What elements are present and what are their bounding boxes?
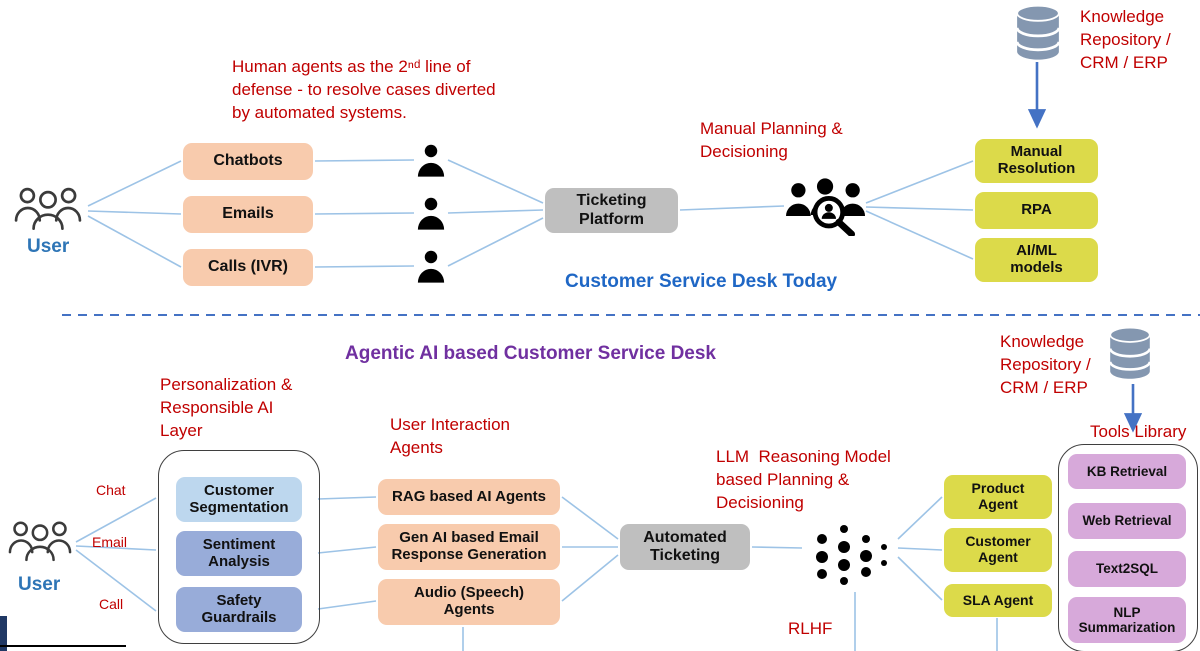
human-agents-annotation: Human agents as the 2ⁿᵈ line of defense … bbox=[232, 56, 496, 125]
users-icon-bottom bbox=[8, 521, 72, 562]
personalization-layer-container bbox=[158, 450, 320, 644]
text-line: based Planning & bbox=[716, 469, 850, 489]
rlhf-label: RLHF bbox=[788, 619, 833, 638]
nlp-summarization-box: NLP Summarization bbox=[1068, 597, 1186, 643]
text-line: by automated systems. bbox=[232, 102, 407, 122]
nlp-summarization-label: NLP Summarization bbox=[1078, 604, 1176, 635]
rag-agents-label: RAG based AI Agents bbox=[392, 487, 546, 505]
sla-agent-label: SLA Agent bbox=[962, 591, 1034, 608]
rpa-box: RPA bbox=[975, 192, 1098, 229]
database-icon-top bbox=[1015, 4, 1061, 60]
audio-speech-agents-label: Audio (Speech) Agents bbox=[413, 584, 524, 618]
text2sql-label: Text2SQL bbox=[1095, 561, 1158, 577]
knowledge-arrows bbox=[1027, 62, 1143, 433]
corner-decor-bar bbox=[0, 616, 7, 651]
multi-agent-dots-icon bbox=[816, 525, 887, 585]
human-agent-icon-3 bbox=[417, 250, 445, 283]
aiml-models-box: AI/ML models bbox=[975, 238, 1098, 282]
users-icon-top bbox=[14, 187, 82, 230]
text-line: Manual Planning & bbox=[700, 119, 843, 138]
text-line: User Interaction bbox=[390, 415, 510, 434]
user-label-top: User bbox=[27, 236, 70, 257]
text-line: Decisioning bbox=[700, 141, 788, 161]
section-title-today: Customer Service Desk Today bbox=[565, 271, 838, 292]
database-icon-bottom bbox=[1108, 326, 1152, 379]
rpa-label: RPA bbox=[1021, 201, 1052, 219]
corner-decor-line bbox=[0, 645, 126, 647]
sla-agent-box: SLA Agent bbox=[944, 584, 1052, 617]
product-agent-box: Product Agent bbox=[944, 475, 1052, 519]
email-channel-label: Email bbox=[92, 534, 128, 550]
manual-planning-label: Manual Planning & Decisioning bbox=[700, 118, 843, 164]
knowledge-repository-label-top: Knowledge Repository / CRM / ERP bbox=[1080, 6, 1171, 75]
emails-label: Emails bbox=[222, 205, 274, 223]
text-line: Human agents as the 2ⁿᵈ line of bbox=[232, 57, 471, 76]
ticketing-platform-box: Ticketing Platform bbox=[545, 188, 678, 233]
rag-agents-box: RAG based AI Agents bbox=[378, 479, 560, 515]
connectors-top bbox=[87, 159, 974, 268]
customer-segmentation-box: Customer Segmentation bbox=[176, 477, 302, 522]
section-title-agentic: Agentic AI based Customer Service Desk bbox=[345, 343, 716, 364]
web-retrieval-box: Web Retrieval bbox=[1068, 503, 1186, 539]
safety-guardrails-box: Safety Guardrails bbox=[176, 587, 302, 632]
product-agent-label: Product Agent bbox=[971, 480, 1025, 512]
manual-resolution-box: Manual Resolution bbox=[975, 139, 1098, 183]
tools-library-label: Tools Library bbox=[1090, 422, 1187, 441]
sentiment-analysis-box: Sentiment Analysis bbox=[176, 531, 302, 576]
user-interaction-agents-label: User Interaction Agents bbox=[390, 414, 510, 460]
text-line: Layer bbox=[160, 420, 203, 440]
human-agent-icon-2 bbox=[417, 197, 445, 230]
web-retrieval-label: Web Retrieval bbox=[1082, 513, 1172, 529]
call-channel-label: Call bbox=[99, 596, 124, 612]
audio-speech-agents-box: Audio (Speech) Agents bbox=[378, 579, 560, 625]
connectors-bottom bbox=[75, 496, 998, 651]
text-line: Decisioning bbox=[716, 492, 804, 512]
text-line: defense - to resolve cases diverted bbox=[232, 79, 496, 99]
manual-resolution-label: Manual Resolution bbox=[997, 143, 1076, 177]
tools-library-container bbox=[1058, 444, 1198, 651]
chatbots-box: Chatbots bbox=[183, 143, 313, 180]
text-line: CRM / ERP bbox=[1000, 377, 1088, 397]
manual-review-team-magnifier-icon bbox=[786, 178, 866, 236]
aiml-models-label: AI/ML models bbox=[1010, 242, 1063, 276]
text-line: Responsible AI bbox=[160, 397, 274, 417]
text-line: Repository / bbox=[1000, 354, 1091, 374]
text2sql-box: Text2SQL bbox=[1068, 551, 1186, 587]
sentiment-analysis-label: Sentiment Analysis bbox=[202, 535, 276, 570]
human-agent-icon-1 bbox=[417, 144, 445, 177]
genai-email-label: Gen AI based Email Response Generation bbox=[391, 529, 547, 563]
customer-agent-box: Customer Agent bbox=[944, 528, 1052, 572]
chatbots-label: Chatbots bbox=[213, 152, 283, 170]
text-line: CRM / ERP bbox=[1080, 52, 1168, 72]
kb-retrieval-label: KB Retrieval bbox=[1086, 463, 1168, 479]
genai-email-box: Gen AI based Email Response Generation bbox=[378, 524, 560, 570]
personalization-layer-label: Personalization & Responsible AI Layer bbox=[160, 374, 292, 443]
text-line: Personalization & bbox=[160, 375, 293, 394]
text-line: Knowledge bbox=[1000, 332, 1085, 351]
user-label-bottom: User bbox=[18, 574, 61, 595]
emails-box: Emails bbox=[183, 196, 313, 233]
chat-channel-label: Chat bbox=[96, 482, 126, 498]
automated-ticketing-label: Automated Ticketing bbox=[643, 528, 727, 564]
knowledge-repository-label-bottom: Knowledge Repository / CRM / ERP bbox=[1000, 331, 1091, 400]
customer-segmentation-label: Customer Segmentation bbox=[189, 481, 289, 516]
ticketing-platform-label: Ticketing Platform bbox=[576, 192, 647, 228]
kb-retrieval-box: KB Retrieval bbox=[1068, 454, 1186, 489]
text-line: Repository / bbox=[1080, 29, 1171, 49]
calls-ivr-label: Calls (IVR) bbox=[207, 258, 288, 276]
text-line: LLM Reasoning Model bbox=[716, 447, 891, 466]
text-line: Knowledge bbox=[1080, 7, 1165, 26]
text-line: Agents bbox=[390, 437, 443, 457]
llm-reasoning-label: LLM Reasoning Model based Planning & Dec… bbox=[716, 446, 891, 515]
safety-guardrails-label: Safety Guardrails bbox=[201, 591, 277, 626]
customer-agent-label: Customer Agent bbox=[965, 533, 1031, 565]
calls-ivr-box: Calls (IVR) bbox=[183, 249, 313, 286]
automated-ticketing-box: Automated Ticketing bbox=[620, 524, 750, 570]
